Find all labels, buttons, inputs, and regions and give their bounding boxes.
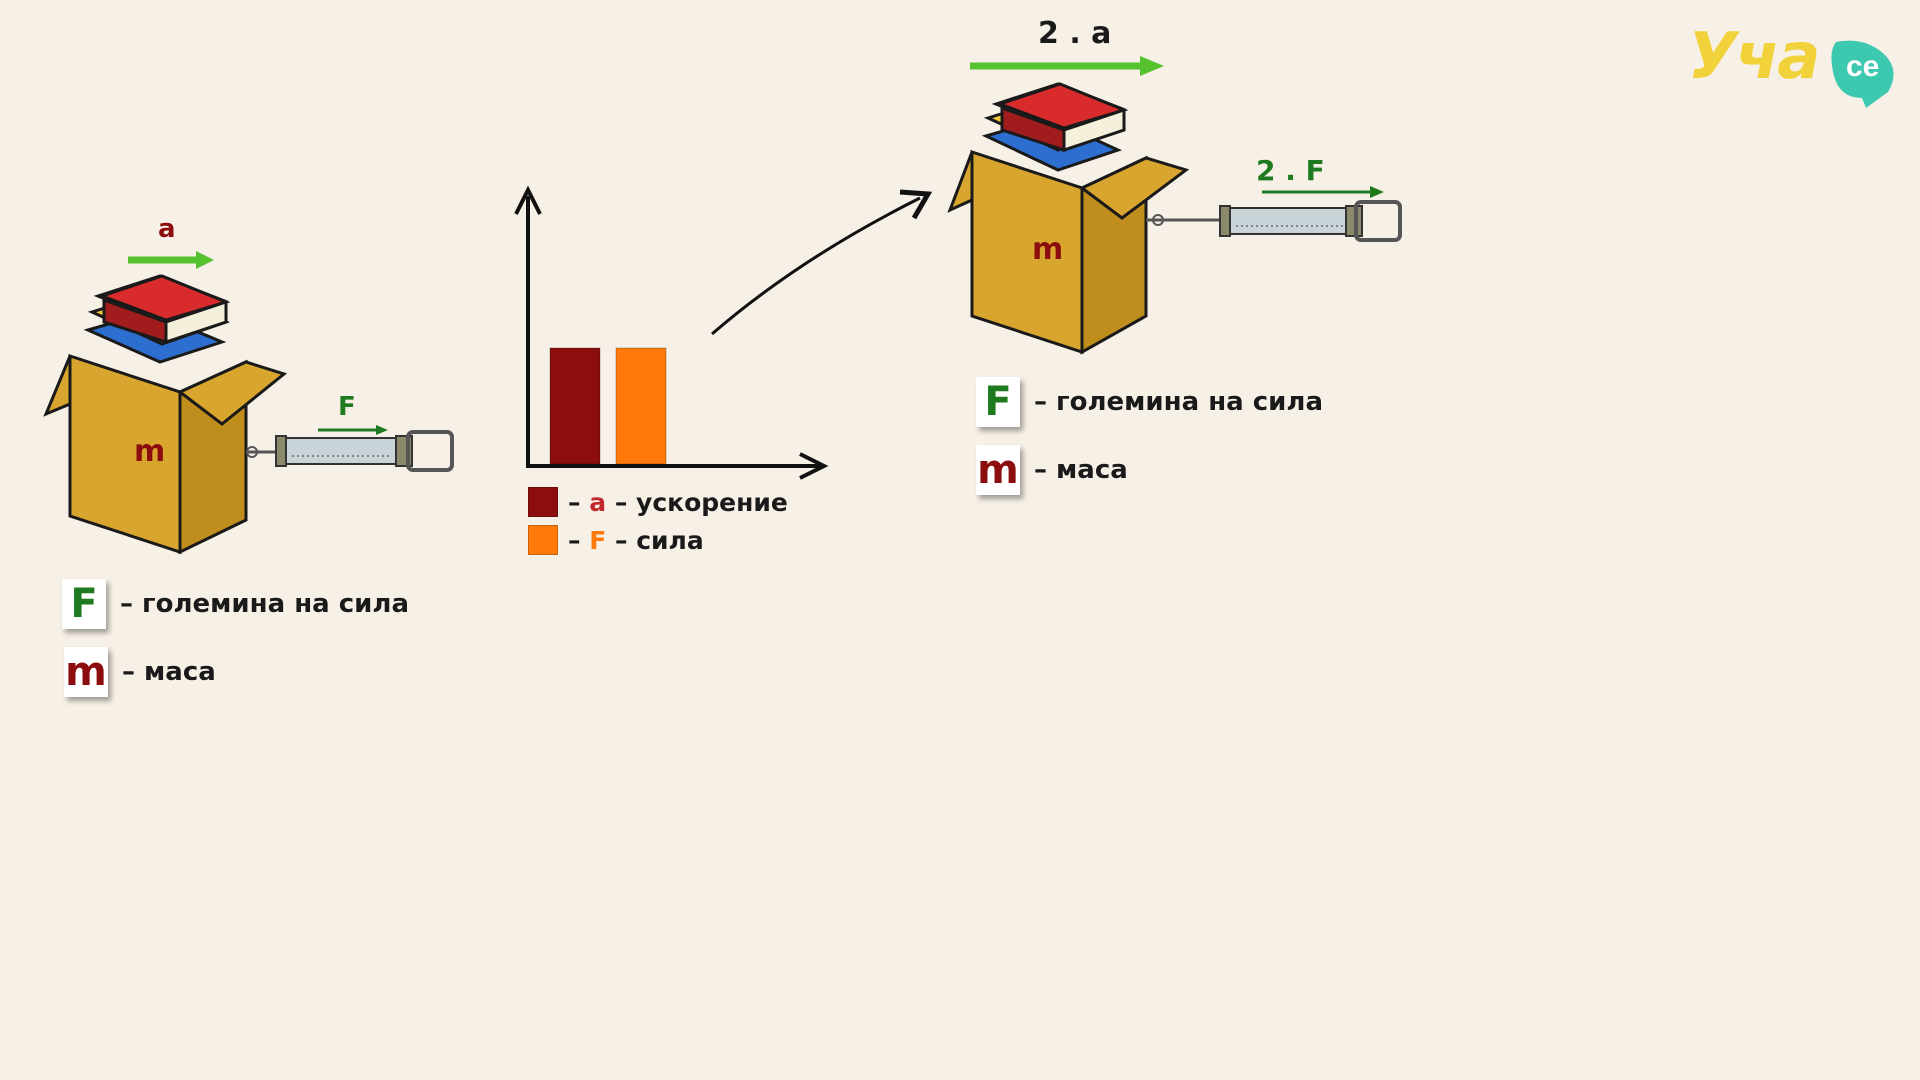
bar-0 bbox=[549, 347, 601, 465]
chart-axes bbox=[514, 185, 829, 480]
left-spring-scale-icon bbox=[246, 430, 454, 472]
right-books-icon bbox=[981, 82, 1129, 172]
chart-legend-force: – F – сила bbox=[528, 524, 704, 556]
force-description: – големина на сила bbox=[1034, 387, 1323, 417]
force-legend-symbol: F bbox=[589, 525, 607, 555]
force-legend-text: – сила bbox=[615, 525, 704, 555]
left-legend-force: F – големина на сила bbox=[62, 579, 409, 629]
right-accel-arrow bbox=[970, 56, 1164, 76]
mass-symbol-badge: m bbox=[64, 647, 108, 697]
right-force-arrow bbox=[1262, 186, 1384, 198]
left-force-label: F bbox=[338, 392, 356, 422]
force-symbol-badge: F bbox=[976, 377, 1020, 427]
mass-description: – маса bbox=[122, 657, 216, 687]
mass-symbol-badge: m bbox=[976, 445, 1020, 495]
logo-badge-text: се bbox=[1846, 50, 1879, 83]
accel-swatch bbox=[528, 487, 558, 517]
right-spring-scale-icon bbox=[1146, 200, 1402, 242]
right-mass-label: m bbox=[1032, 232, 1064, 267]
left-mass-label: m bbox=[134, 434, 166, 469]
chart-bars bbox=[549, 347, 667, 465]
left-books-icon bbox=[83, 274, 231, 364]
right-force-label: 2 . F bbox=[1256, 154, 1325, 187]
left-accel-label: а bbox=[158, 214, 176, 244]
right-legend-mass: m – маса bbox=[976, 445, 1128, 495]
right-legend-force: F – големина на сила bbox=[976, 377, 1323, 427]
transition-arrow bbox=[711, 189, 933, 336]
left-accel-arrow bbox=[128, 251, 214, 269]
left-box-icon bbox=[43, 353, 288, 555]
right-box-icon bbox=[947, 149, 1190, 355]
logo-badge-icon bbox=[1831, 40, 1894, 108]
accel-legend-text: – ускорение bbox=[614, 487, 788, 517]
left-legend-mass: m – маса bbox=[64, 647, 216, 697]
force-description: – големина на сила bbox=[120, 589, 409, 619]
accel-legend-symbol: а bbox=[589, 487, 607, 517]
right-accel-label: 2 . а bbox=[1038, 16, 1112, 51]
left-force-arrow bbox=[318, 425, 388, 435]
mass-description: – маса bbox=[1034, 455, 1128, 485]
force-symbol-badge: F bbox=[62, 579, 106, 629]
legend-dash: – bbox=[568, 525, 590, 555]
chart-legend-accel: – а – ускорение bbox=[528, 486, 788, 518]
uchase-logo: Уча bbox=[1688, 20, 1820, 94]
force-swatch bbox=[528, 525, 558, 555]
bar-1 bbox=[615, 347, 667, 465]
legend-dash: – bbox=[568, 487, 590, 517]
logo-text: Уча bbox=[1688, 20, 1820, 94]
